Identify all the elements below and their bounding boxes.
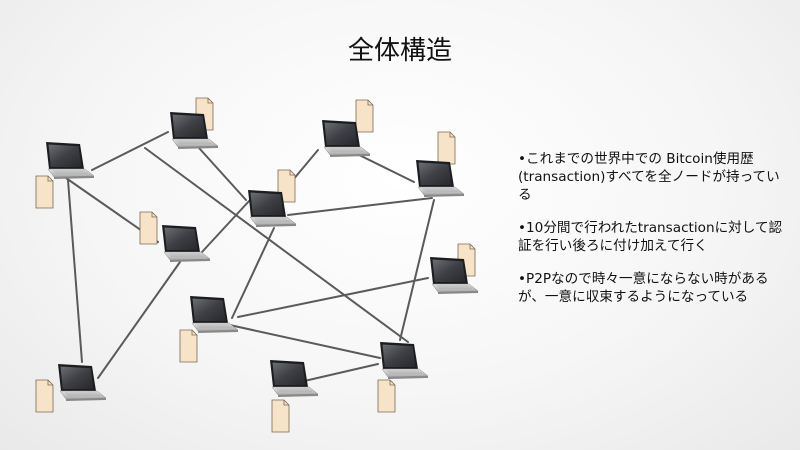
connection-line xyxy=(97,261,181,379)
laptop-icon xyxy=(380,342,429,379)
connection-line xyxy=(201,199,251,253)
document-icon xyxy=(437,131,456,165)
document-icon xyxy=(35,175,54,209)
laptop-icon xyxy=(322,120,371,157)
laptop-icon xyxy=(58,364,107,401)
laptop-icon xyxy=(170,112,219,149)
document-icon xyxy=(355,99,374,133)
laptop-icon xyxy=(430,257,479,294)
ledger-documents xyxy=(35,97,476,433)
network-connections xyxy=(65,131,435,383)
bullet-item: •P2Pなので時々一意にならない時があるが、一意に収束するようになっている xyxy=(518,271,769,305)
connection-line xyxy=(237,277,429,318)
document-icon xyxy=(139,211,158,245)
connection-line xyxy=(287,197,433,216)
document-icon xyxy=(271,399,290,433)
slide-title: 全体構造 xyxy=(347,36,452,66)
connection-line xyxy=(299,363,379,383)
laptop-icon xyxy=(248,190,297,227)
bullet-list: •これまでの世界中での Bitcoin使用歴(transaction)すべてを全… xyxy=(518,150,790,321)
laptop-icon xyxy=(416,160,465,197)
bullet-item: •10分間で行われたtransactionに対して認証を行い後ろに付け加えて行く xyxy=(518,220,783,254)
connection-line xyxy=(67,179,83,363)
laptop-icon xyxy=(270,360,319,397)
laptop-icon xyxy=(190,296,239,333)
bullet-item: •これまでの世界中での Bitcoin使用歴(transaction)すべてを全… xyxy=(518,151,780,203)
document-icon xyxy=(35,379,54,413)
connection-line xyxy=(144,147,409,343)
laptop-icon xyxy=(162,225,211,262)
p2p-network-diagram xyxy=(35,97,479,433)
connection-line xyxy=(91,131,169,171)
connection-line xyxy=(231,227,275,319)
network-nodes xyxy=(46,112,479,401)
laptop-icon xyxy=(46,142,95,179)
connection-line xyxy=(399,199,435,341)
connection-line xyxy=(215,321,381,359)
document-icon xyxy=(377,379,396,413)
document-icon xyxy=(179,329,198,363)
